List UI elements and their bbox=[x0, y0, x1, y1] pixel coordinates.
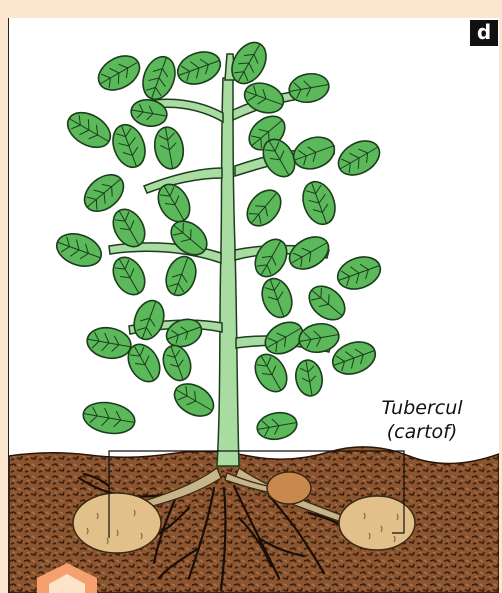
tuber-middle bbox=[267, 472, 311, 504]
tuber-left bbox=[73, 493, 161, 553]
tuber-label-line2: (cartof) bbox=[367, 420, 477, 444]
potato-plant-diagram bbox=[9, 18, 499, 593]
tuber-label-line1: Tubercul bbox=[367, 396, 477, 420]
illustration-panel: Tubercul (cartof) bbox=[8, 18, 499, 593]
panel-letter-badge: d bbox=[470, 20, 498, 46]
tuber-label: Tubercul (cartof) bbox=[367, 396, 477, 444]
